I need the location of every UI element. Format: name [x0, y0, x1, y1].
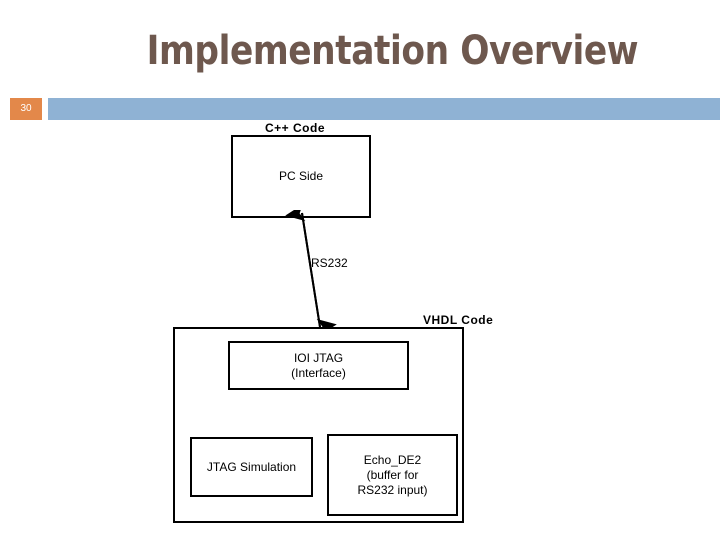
box-pc-side-label: PC Side — [278, 169, 324, 183]
box-ioi-jtag: IOI JTAG (Interface) — [228, 341, 409, 390]
box-echo-de2-label: Echo_DE2 (buffer for RS232 input) — [357, 452, 428, 497]
box-jtag-simulation: JTAG Simulation — [190, 437, 313, 497]
box-ioi-jtag-label: IOI JTAG (Interface) — [291, 350, 346, 380]
header-rule-bar — [48, 98, 720, 120]
box-echo-de2: Echo_DE2 (buffer for RS232 input) — [327, 434, 458, 516]
box-jtag-simulation-label: JTAG Simulation — [206, 459, 297, 474]
slide-number-badge: 30 — [10, 98, 42, 120]
page-title: Implementation Overview — [146, 28, 639, 74]
rs232-connector-arrow — [285, 210, 337, 330]
caption-vhdl-code: VHDL Code — [420, 313, 497, 327]
header-rule: 30 — [0, 98, 720, 120]
box-pc-side: PC Side — [231, 135, 371, 218]
caption-cpp-code: C++ Code — [262, 121, 329, 135]
rs232-label: RS232 — [311, 256, 348, 270]
